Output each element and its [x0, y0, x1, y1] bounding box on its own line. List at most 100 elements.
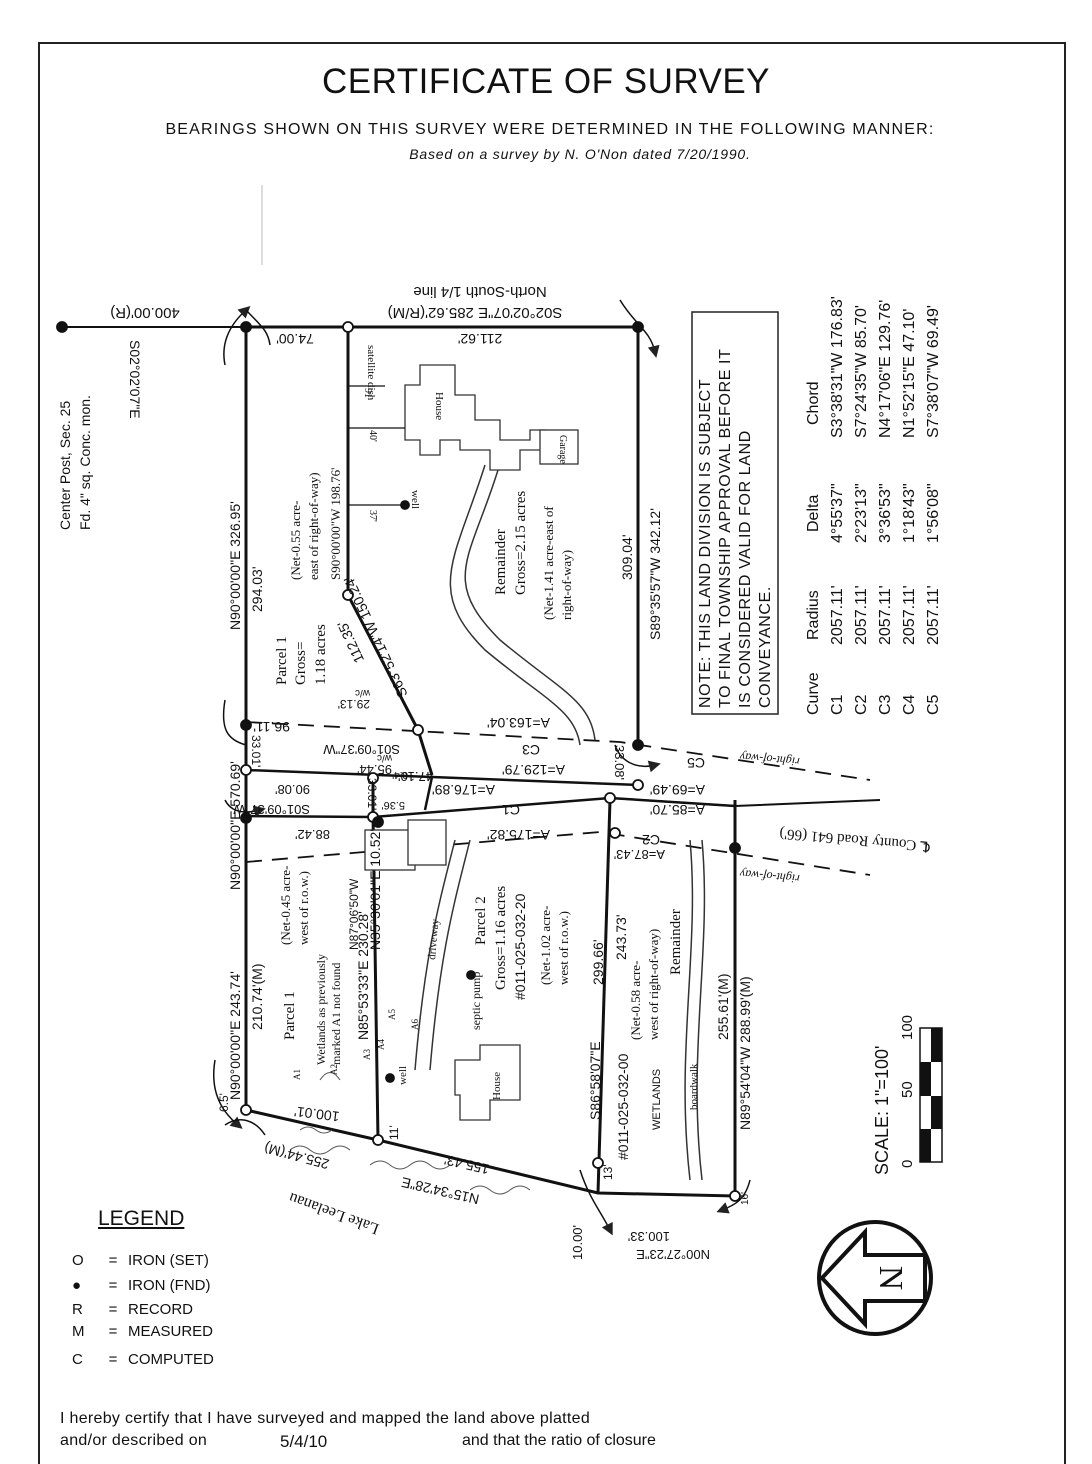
d29-label: 29.13' [338, 697, 370, 711]
a85-label: A=85.70' [650, 802, 705, 818]
curve-row-c4-curve: C4 [901, 694, 918, 715]
d90-label: 90.08' [275, 782, 310, 797]
driveway-label: driveway [426, 918, 442, 960]
d299-label: 299.66' [590, 940, 606, 986]
n89-label: N89°54'04"W 288.99'(M) [737, 976, 753, 1130]
c3-label: C3 [522, 742, 540, 758]
a129-label: A=129.79' [502, 762, 565, 778]
s01b-label: S01°09'37"W [233, 802, 310, 817]
parcel1-bot-label: Parcel 1 [282, 991, 298, 1040]
scale-label: SCALE: 1"=100' [872, 1046, 892, 1175]
legend-equals: = [108, 1277, 118, 1294]
septic-label: septic pump [469, 972, 483, 1030]
tax-rem-label: #011-025-032-00 [615, 1053, 631, 1160]
scale-bar: SCALE: 1"=100' 0 50 100 [872, 1015, 943, 1175]
curve-row-c5-radius: 2057.11' [925, 585, 942, 645]
center-post-line1: Center Post, Sec. 25 [57, 401, 73, 530]
parcel1-top-label: Parcel 1 [274, 636, 290, 685]
curve-row-c1-radius: 2057.11' [829, 585, 846, 645]
legend-text: COMPUTED [128, 1351, 214, 1368]
legend-symbol: C [72, 1351, 83, 1368]
north-arrow-shape [819, 1226, 927, 1330]
legend-equals: = [108, 1323, 118, 1340]
county-road-label: ℄ County Road 641 (66') [779, 825, 931, 854]
s90-bearing-label: S90°00'00"W 198.76' [328, 468, 343, 580]
legend-equals: = [108, 1301, 118, 1318]
gross116-label: Gross=1.16 acres [493, 886, 509, 990]
d536-label: 5.36' [381, 799, 405, 811]
dimension-leaders [348, 385, 405, 506]
wet-line1: Wetlands as previously [314, 954, 328, 1065]
scale-tick-100: 100 [899, 1015, 916, 1040]
d155-label: 155.43' [443, 1152, 491, 1178]
a176-label: A=176.89' [432, 782, 495, 798]
driveway-lines [414, 464, 596, 1071]
note-line-2: TO FINAL TOWNSHIP APPROVAL BEFORE IT [717, 349, 734, 708]
c5-label: C5 [687, 755, 705, 771]
legend-symbol: ● [72, 1277, 82, 1294]
curve-row-c2-delta: 2°23'13" [853, 483, 870, 543]
d37-label: 37' [367, 510, 378, 522]
note-line-4: CONVEYANCE. [757, 586, 774, 708]
gross215-label: Gross=2.15 acres [513, 491, 529, 595]
center-post-line2: Fd. 4" sq. Conc. mon. [77, 395, 93, 530]
net058-line1: (Net-0.58 acre- [628, 961, 643, 1040]
wetlands-label: WETLANDS [651, 1069, 663, 1130]
legend-equals: = [108, 1252, 118, 1269]
legend-equals: = [108, 1351, 118, 1368]
c1-label: C1 [502, 802, 520, 818]
legend-row-computed: C = COMPUTED [72, 1351, 214, 1368]
certification-line-1: I hereby certify that I have surveyed an… [60, 1410, 591, 1427]
net141-line1: (Net-1.41 acre-east of [541, 506, 556, 620]
plat-labels: North-South 1/4 line S02°02'07"E 285.62'… [57, 283, 931, 1262]
curve-row-c5-curve: C5 [925, 694, 942, 715]
d04-label: 0.4' [392, 769, 408, 780]
d33a-label: 33.08' [612, 745, 627, 780]
a5-label: A5 [387, 1009, 397, 1020]
document-frame [38, 42, 1066, 1464]
d47-label: 47.10' [398, 769, 433, 784]
legend-symbol: R [72, 1301, 83, 1318]
d40-label: 40' [367, 430, 378, 442]
house-bot-label: House [491, 1072, 503, 1100]
net055-line2: east of right-of-way) [306, 472, 321, 580]
n87-label: N87°06'50"W [347, 878, 361, 950]
a87-label: A=87.43' [614, 847, 665, 862]
curve-header-radius: Radius [805, 590, 822, 640]
scale-tick-0: 0 [899, 1160, 916, 1168]
legend-row-iron-set: O=IRON (SET) [72, 1252, 209, 1269]
garage-label: Garage [557, 435, 568, 464]
house-top-label: House [433, 392, 445, 420]
county-road-centerline [609, 797, 881, 808]
curve-table: Curve Radius Delta Chord C1 2057.11' 4°5… [805, 296, 942, 715]
d294-label: 294.03' [249, 567, 265, 613]
tax-parcel2-label: #011-025-032-20 [512, 893, 528, 1000]
curve-header-chord: Chord [805, 381, 822, 425]
c2-label: C2 [642, 832, 660, 848]
curve-row-c4-chord: N1°52'15"E 47.10' [901, 309, 918, 438]
curve-row-c4-delta: 1°18'43" [901, 483, 918, 543]
curve-row-c1-chord: S3°38'31"W 176.83' [829, 296, 846, 438]
a1-label: A1 [292, 1069, 302, 1080]
gross118b-label: 1.18 acres [313, 624, 329, 685]
s01a-label: S01°09'37"W [323, 742, 400, 757]
well-bot-label: well [397, 1066, 409, 1085]
buildings [364, 364, 579, 1121]
note-line-1: NOTE: THIS LAND DIVISION IS SUBJECT [697, 379, 714, 708]
north-letter: N [872, 1266, 909, 1291]
certification-line-2-end: and that the ratio of closure [462, 1432, 656, 1449]
n85-230-label: N85°53'33"E 230.28' [355, 911, 371, 1040]
row2-label: right-of-way [739, 867, 801, 886]
curve-row-c4-radius: 2057.11' [901, 585, 918, 645]
d96-label: 96.11' [253, 719, 290, 735]
d255m-label: 255.61'(M) [715, 974, 731, 1040]
top-400-label: 400.00'(R) [110, 304, 180, 321]
d210-label: 210.74'(M) [249, 964, 265, 1030]
curve-row-c3-chord: N4°17'06"E 129.76' [877, 300, 894, 438]
d74-label: 74.00' [276, 331, 314, 347]
curve-row-c2-radius: 2057.11' [853, 585, 870, 645]
right-of-way-lines [245, 721, 871, 876]
certification-line-2: and/or described on [60, 1432, 208, 1449]
curve-row-c2-curve: C2 [853, 694, 870, 715]
